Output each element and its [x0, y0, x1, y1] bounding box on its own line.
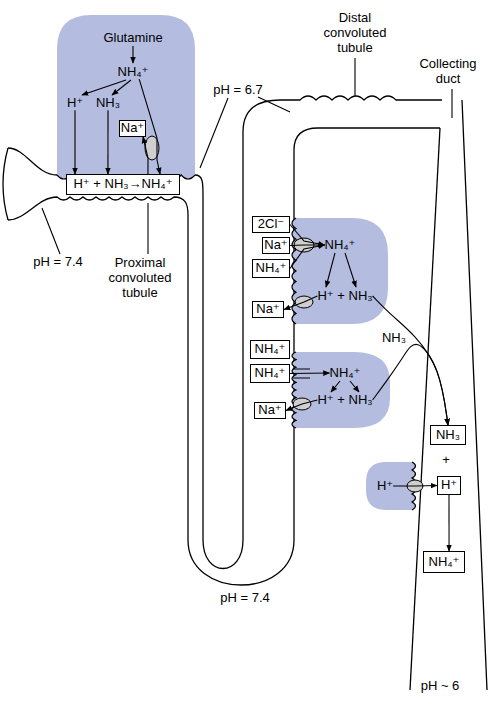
leader-line	[42, 208, 60, 254]
annotation-label: pH ~ 6	[421, 679, 460, 694]
ion-box: NH₄⁺	[250, 340, 290, 359]
ion-box: H⁺	[437, 476, 461, 495]
ion-box: NH₄⁺	[423, 551, 465, 573]
ion-box: Na⁺	[262, 237, 290, 254]
epithelial-cell: NH₄⁺ H⁺ + NH₃	[292, 218, 388, 324]
ion-label: Na⁺	[121, 121, 144, 135]
ion-label: H⁺	[441, 478, 457, 492]
reaction-arrow	[350, 381, 359, 392]
transport-arrow	[373, 296, 448, 425]
annotation-label: Collecting duct	[412, 57, 484, 87]
ion-box: Na⁺	[119, 120, 146, 137]
ion-label: NH₄⁺	[256, 261, 287, 275]
transport-arrow	[284, 296, 317, 310]
reaction-box: H⁺ + NH₃→NH₄⁺	[66, 174, 180, 195]
ion-label: H⁺	[67, 96, 83, 110]
ion-label: 2Cl⁻	[258, 217, 284, 231]
ion-box: 2Cl⁻	[252, 216, 290, 233]
ion-box: NH₄⁺	[252, 259, 290, 278]
duct-wall	[410, 128, 440, 690]
ion-box: Na⁺	[254, 402, 286, 419]
ion-label: NH₄⁺	[255, 366, 286, 380]
cell-outline	[292, 352, 390, 428]
annotation-label: pH = 7.4	[33, 255, 83, 270]
cell-fill	[57, 15, 195, 179]
transport-arrow	[107, 110, 108, 174]
leader-line	[354, 58, 355, 96]
annotation-label: Distal convoluted tubule	[315, 11, 395, 56]
brush-border	[292, 352, 296, 428]
cell-outline	[292, 218, 388, 324]
leader-line	[200, 98, 228, 168]
leader-line	[258, 97, 290, 112]
transport-arrow	[290, 225, 325, 246]
ion-box: NH₃	[430, 425, 466, 445]
tubule-wall	[195, 175, 203, 540]
tubule-wall	[294, 128, 440, 540]
transport-arrow	[290, 244, 325, 246]
transport-arrow	[286, 400, 317, 411]
tubule-wall	[3, 148, 8, 220]
annotation-label: pH = 7.4	[220, 591, 270, 606]
ion-label: H⁺	[377, 479, 393, 493]
reaction-arrow	[345, 253, 356, 287]
channel	[293, 369, 310, 378]
transporter	[294, 238, 314, 252]
ion-label: Na⁺	[264, 238, 287, 252]
ion-label: NH₄⁺	[118, 65, 149, 79]
transport-arrow	[143, 137, 148, 174]
ion-label: NH₄⁺	[325, 238, 356, 252]
leader-line	[147, 203, 148, 254]
reaction-arrow	[326, 253, 335, 287]
transport-arrow	[373, 344, 448, 425]
transport-arrow	[290, 245, 325, 269]
ion-label: Glutamine	[103, 31, 162, 45]
ion-label: H⁺ + NH₃	[317, 393, 372, 407]
reaction-label: H⁺ + NH₃→NH₄⁺	[73, 177, 172, 191]
transport-arrow	[74, 110, 75, 174]
annotation-label: pH = 6.7	[213, 83, 263, 98]
ion-box: Na⁺	[252, 301, 284, 318]
transporter	[293, 398, 311, 410]
transporter	[407, 480, 423, 492]
epithelial-cell: NH₄⁺ H⁺ + NH₃	[292, 352, 390, 428]
annotation-label: +	[442, 453, 450, 468]
brush-border	[412, 462, 416, 510]
intercalated-cell: H⁺	[366, 462, 416, 510]
ion-label: NH₄⁺	[429, 555, 460, 569]
transport-arrow	[448, 495, 449, 551]
loop-wall	[188, 540, 294, 585]
ion-label: Na⁺	[258, 403, 281, 417]
transporter	[145, 136, 159, 160]
reaction-arrow	[82, 80, 126, 95]
ion-box: NH₄⁺	[250, 364, 290, 383]
leader-line	[451, 89, 452, 118]
loop-wall	[203, 540, 243, 569]
tubule-wall	[243, 96, 442, 540]
reaction-arrow	[112, 80, 131, 95]
transport-arrow	[290, 372, 330, 374]
annotation-label: NH₃	[382, 331, 406, 346]
cell-fill	[366, 462, 416, 510]
annotation-label: Proximal convoluted tubule	[100, 256, 180, 301]
ion-label: NH₄⁺	[255, 342, 286, 356]
tubule-wall	[8, 148, 57, 175]
transport-arrow	[393, 485, 437, 487]
ion-label: NH₃	[436, 428, 460, 442]
ion-label: Na⁺	[256, 302, 279, 316]
transport-arrow	[139, 79, 160, 174]
ion-label: H⁺ + NH₃	[317, 289, 372, 303]
epithelial-cell: GlutamineNH₄⁺ H⁺ NH₃Na⁺	[57, 15, 195, 175]
brush-border	[292, 218, 296, 324]
reaction-arrow	[132, 46, 133, 63]
duct-wall	[462, 100, 487, 690]
reaction-arrow	[331, 381, 340, 392]
ion-label: NH₄⁺	[330, 366, 361, 380]
transporter	[295, 296, 313, 308]
cell-fill	[292, 218, 388, 324]
tubule-wall	[8, 197, 188, 540]
cell-fill	[292, 352, 390, 428]
ion-label: NH₃	[96, 96, 120, 110]
connectors	[75, 79, 449, 551]
